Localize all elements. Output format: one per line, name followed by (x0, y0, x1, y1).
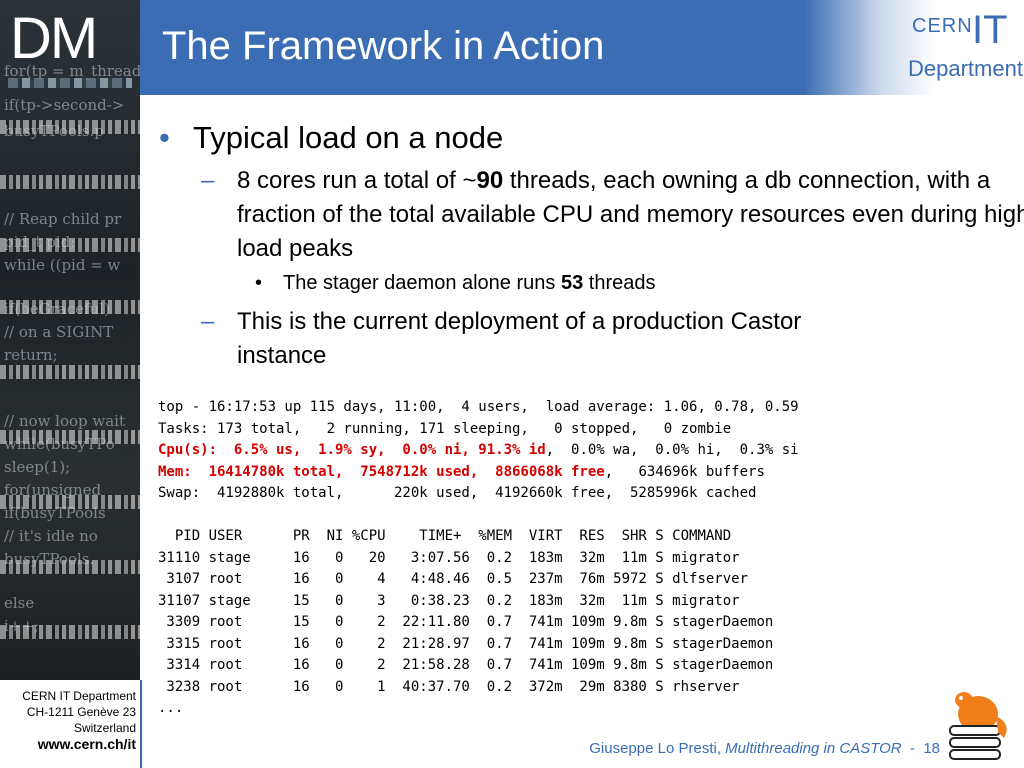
rack-decoration (0, 365, 140, 379)
dm-logo-bar (8, 78, 132, 88)
sidebar-background: for(tp = m_threads if(tp->second-> busyT… (0, 0, 140, 680)
code-line: // now loop wait (4, 412, 126, 430)
dm-logo: DM (10, 6, 98, 71)
top-tasks-line: Tasks: 173 total, 2 running, 171 sleepin… (158, 420, 732, 437)
code-line: return; (4, 346, 58, 364)
process-row: 3107 root 16 0 4 4:48.46 0.5 237m 76m 59… (158, 571, 749, 587)
code-line: // on a SIGINT (4, 323, 114, 341)
code-line: for(tp = m_threads (4, 62, 140, 80)
stager-thread-count: 53 (560, 272, 584, 294)
footer-divider (140, 680, 142, 768)
page-number: 18 (923, 740, 940, 757)
dash-icon: – (201, 167, 215, 194)
footer-separator: - (901, 740, 924, 757)
bullet-dot-icon: • (159, 120, 170, 155)
slide-title: The Framework in Action (162, 24, 605, 68)
mem-highlight: Mem: 16414780k total, 7548712k used, 886… (158, 463, 605, 480)
org-name: CERN IT Department (22, 689, 136, 703)
code-line: if(beGraceful) (4, 300, 110, 318)
top-cpu-line: Cpu(s): 6.5% us, 1.9% sy, 0.0% ni, 91.3%… (158, 440, 1018, 462)
code-line: busyTPools.p (4, 122, 104, 140)
sub-sub-bullet-item: • The stager daemon alone runs 53 thread… (157, 272, 1017, 295)
department-logo-text: Department (908, 56, 1023, 81)
process-row: 31110 stage 16 0 20 3:07.56 0.2 183m 32m… (158, 549, 740, 566)
top-summary-line: top - 16:17:53 up 115 days, 11:00, 4 use… (158, 399, 799, 415)
process-row: 31107 stage 15 0 3 0:38.23 0.2 183m 32m … (158, 592, 740, 609)
cpu-rest: , 0.0% wa, 0.0% hi, 0.3% si (545, 442, 799, 458)
org-url: www.cern.ch/it (37, 736, 136, 752)
code-line: busyTPools. (4, 550, 95, 568)
rack-decoration (0, 238, 140, 252)
cern-logo-text: CERN (912, 15, 973, 37)
ellipsis: ... (158, 700, 184, 716)
top-command-output: top - 16:17:53 up 115 days, 11:00, 4 use… (158, 397, 1018, 720)
dash-icon: – (201, 308, 215, 335)
slide-header: The Framework in Action CERN IT Departme… (140, 0, 1024, 95)
rack-decoration (0, 300, 140, 314)
sub-sub-bullet-text: The stager daemon alone runs (283, 272, 561, 294)
code-line: for(unsigned (4, 481, 102, 499)
org-country: Switzerland (73, 721, 136, 735)
it-logo-text: IT (972, 8, 1008, 52)
rack-decoration (0, 175, 140, 189)
code-line: sleep(1); (4, 458, 71, 476)
code-line: if(busyTPools (4, 504, 106, 522)
blank-line (158, 505, 1018, 527)
footer-org-info: CERN IT Department CH-1211 Genève 23 Swi… (0, 688, 136, 752)
code-line: while(busyTPo (4, 435, 115, 453)
castor-beaver-icon (949, 692, 1007, 760)
rack-decoration (0, 120, 140, 134)
sub-bullet-text: 8 cores run a total of ~ (237, 167, 477, 194)
code-line: // Reap child pr (4, 210, 122, 228)
thread-count: 90 (476, 167, 504, 194)
sub-bullet-text: threads, each owning a db connection, wi… (237, 167, 1024, 262)
top-swap-line: Swap: 4192880k total, 220k used, 4192660… (158, 485, 757, 501)
org-address: CH-1211 Genève 23 (26, 705, 136, 719)
talk-title: Multithreading in CASTOR (725, 740, 902, 757)
mem-rest: , 634696k buffers (604, 463, 765, 480)
process-table-header: PID USER PR NI %CPU TIME+ %MEM VIRT RES … (158, 528, 732, 544)
top-mem-line: Mem: 16414780k total, 7548712k used, 886… (158, 462, 1018, 484)
bullet-item: • Typical load on a node (157, 120, 1017, 156)
code-line: i++; (4, 617, 39, 635)
rack-decoration (0, 625, 140, 639)
rack-decoration (0, 495, 140, 509)
cpu-highlight: Cpu(s): 6.5% us, 1.9% sy, 0.0% ni, 91.3%… (158, 442, 546, 458)
bullet-dot-icon: • (255, 272, 263, 294)
code-line: if(tp->second-> (4, 96, 125, 114)
rack-decoration (0, 560, 140, 574)
sub-bullet-item: – 8 cores run a total of ~90 threads, ea… (157, 164, 1024, 266)
process-row: 3315 root 16 0 2 21:28.97 0.7 741m 109m … (158, 635, 774, 652)
cern-it-logo: CERN IT Department (804, 0, 1024, 95)
rack-decoration (0, 430, 140, 444)
process-row: 3309 root 15 0 2 22:11.80 0.7 741m 109m … (158, 614, 774, 630)
footer-credits: Giuseppe Lo Presti, Multithreading in CA… (589, 740, 940, 757)
sub-bullet-item: – This is the current deployment of a pr… (157, 305, 837, 373)
process-row: 3314 root 16 0 2 21:58.28 0.7 741m 109m … (158, 657, 774, 673)
code-line: // it's idle no (4, 527, 98, 545)
code-line: pid_t pid; (4, 233, 76, 251)
code-line: while ((pid = w (4, 256, 121, 274)
author-name: Giuseppe Lo Presti, (589, 740, 726, 757)
sub-bullet-text: This is the current deployment of a prod… (237, 308, 802, 369)
sub-sub-bullet-text: threads (583, 272, 656, 294)
code-line: else (4, 594, 35, 612)
process-row: 3238 root 16 0 1 40:37.70 0.2 372m 29m 8… (158, 678, 740, 695)
bullet-text: Typical load on a node (193, 120, 504, 155)
slide-content: • Typical load on a node – 8 cores run a… (157, 120, 1024, 377)
